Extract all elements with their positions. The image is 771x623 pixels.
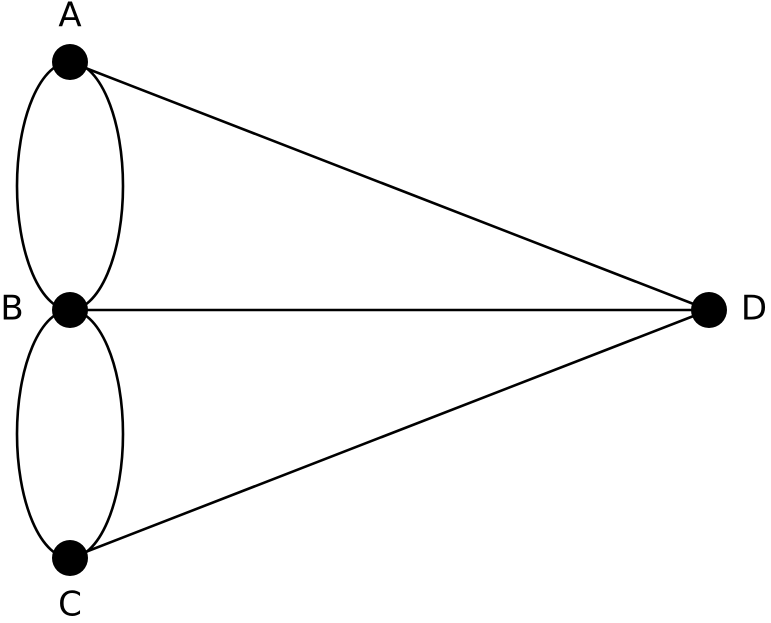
node-c — [52, 540, 88, 576]
edge-c-d — [69, 308, 710, 560]
node-layer — [52, 44, 727, 576]
node-label-d: D — [741, 289, 767, 329]
node-label-c: C — [58, 585, 82, 623]
node-label-a: A — [58, 0, 81, 36]
node-b — [52, 292, 88, 328]
node-label-b: B — [0, 289, 23, 329]
edge-layer — [15, 60, 710, 560]
node-d — [691, 292, 727, 328]
node-a — [52, 44, 88, 80]
edge-a-d — [69, 60, 710, 312]
edge-a-b-double — [15, 60, 125, 312]
edge-b-c-double — [15, 308, 125, 560]
